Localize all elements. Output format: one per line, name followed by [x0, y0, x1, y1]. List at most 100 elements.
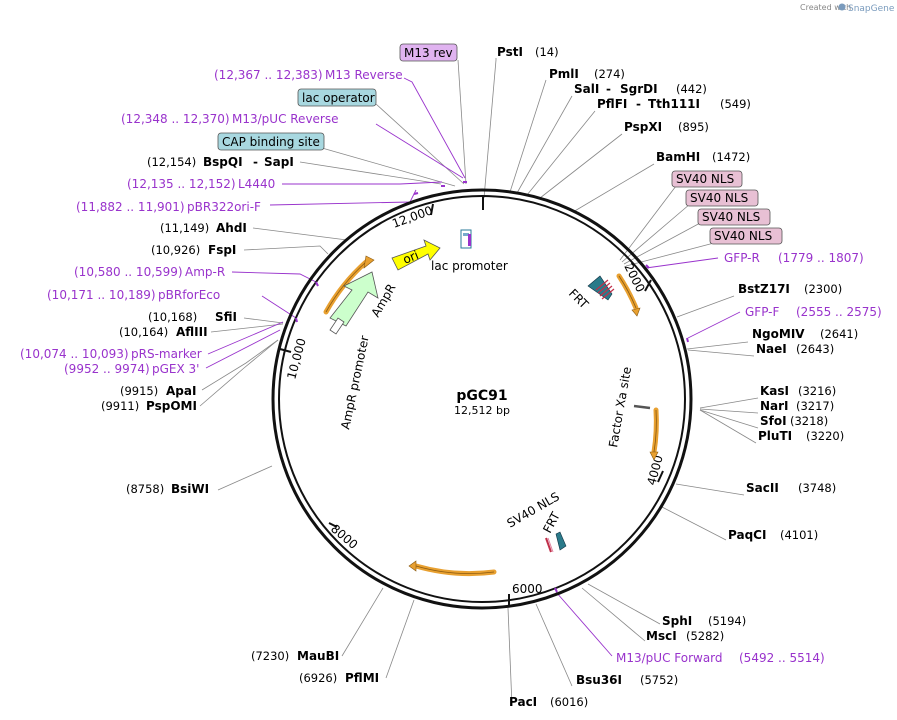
site-fspi[interactable]: (10,926) FspI	[151, 243, 236, 257]
site-pos: (9915)	[120, 384, 158, 398]
site-apai[interactable]: (9915) ApaI	[120, 384, 196, 398]
site-afliii[interactable]: (10,164) AflIII	[119, 325, 208, 339]
site-pos: (3748)	[798, 481, 836, 495]
primer-range: (10,074 .. 10,093)	[20, 347, 129, 361]
primer-amp-r[interactable]: (10,580 .. 10,599) Amp-R	[74, 265, 225, 279]
primer-name: Amp-R	[185, 265, 225, 279]
site-pos: (2643)	[796, 342, 834, 356]
primer-m13-reverse[interactable]: (12,367 .. 12,383) M13 Reverse	[214, 68, 403, 82]
site-sphi[interactable]: SphI (5194)	[662, 614, 746, 628]
site-bsu36i[interactable]: Bsu36I (5752)	[576, 673, 678, 687]
site-pos: (6926)	[299, 671, 337, 685]
site-pos: (895)	[678, 120, 709, 134]
site-pos: (14)	[535, 45, 559, 59]
site-pos: (442)	[676, 82, 707, 96]
site-pos: (5194)	[708, 614, 746, 628]
site-name: SalI	[574, 82, 599, 96]
site-bspqi-sapi[interactable]: (12,154) BspQI - SapI	[147, 155, 294, 169]
site-name: Bsu36I	[576, 673, 622, 687]
site-ngomiv[interactable]: NgoMIV (2641)	[752, 327, 858, 341]
primer-marks	[295, 181, 689, 593]
site-name: SfiI	[215, 310, 237, 324]
leader-lines	[199, 58, 759, 707]
primer-range: (12,367 .. 12,383)	[214, 68, 323, 82]
feature-label-ampr-promoter: AmpR promoter	[338, 334, 372, 430]
site-bsiwi[interactable]: (8758) BsiWI	[126, 482, 209, 496]
site-maubi[interactable]: (7230) MauBI	[251, 649, 339, 663]
credit-brand: SnapGene	[848, 4, 895, 14]
site-sacii[interactable]: SacII (3748)	[746, 481, 836, 495]
primer-m13-puc-reverse[interactable]: (12,348 .. 12,370) M13/pUC Reverse	[121, 112, 339, 126]
box-text-sv40-nls-4: SV40 NLS	[714, 229, 772, 243]
site-pos: (10,168)	[148, 310, 197, 324]
feature-ori: ori	[391, 239, 441, 271]
site-pos: (3220)	[806, 429, 844, 443]
site-pflfi-tth111i[interactable]: PflFI - Tth111I (549)	[597, 97, 751, 111]
site-pos: (274)	[594, 67, 625, 81]
site-name: AhdI	[216, 221, 247, 235]
factor-xa-mark	[633, 404, 651, 410]
site-pspomi[interactable]: (9911) PspOMI	[101, 399, 197, 413]
site-name: BamHI	[656, 150, 700, 164]
primer-name: pRS-marker	[131, 347, 202, 361]
boxed-label-m13-rev[interactable]: M13 rev	[399, 43, 458, 62]
site-name: FspI	[208, 243, 236, 257]
site-pos: (3218)	[790, 414, 828, 428]
site-pspxi[interactable]: PspXI (895)	[624, 120, 709, 134]
primer-pbrforeco[interactable]: (10,171 .. 10,189) pBRforEco	[47, 288, 220, 302]
site-msci[interactable]: MscI (5282)	[646, 629, 724, 643]
primer-name: pBRforEco	[158, 288, 220, 302]
boxed-label-sv40-nls-2[interactable]: SV40 NLS	[685, 189, 759, 207]
box-text-cap-binding-site: CAP binding site	[222, 135, 320, 149]
site-sali-sgrdi[interactable]: SalI - SgrDI (442)	[574, 82, 707, 96]
site-sfii[interactable]: (10,168) SfiI	[148, 310, 237, 324]
boxed-label-sv40-nls-1[interactable]: SV40 NLS	[671, 170, 743, 188]
plasmid-name: pGC91	[456, 388, 507, 404]
site-naei[interactable]: NaeI (2643)	[756, 342, 834, 356]
primer-l4440[interactable]: (12,135 .. 12,152) L4440	[127, 177, 275, 191]
site-name: BstZ17I	[738, 282, 790, 296]
primer-leader-lines	[205, 77, 741, 657]
site-nari[interactable]: NarI (3217)	[760, 399, 834, 413]
primer-gfp-f[interactable]: GFP-F (2555 .. 2575)	[745, 305, 882, 319]
site-bstz17i[interactable]: BstZ17I (2300)	[738, 282, 842, 296]
primer-pbr322ori-f[interactable]: (11,882 .. 11,901) pBR322ori-F	[76, 200, 261, 214]
site-bamhi[interactable]: BamHI (1472)	[656, 150, 750, 164]
primer-range: (12,348 .. 12,370)	[121, 112, 230, 126]
site-paqci[interactable]: PaqCI (4101)	[728, 528, 818, 542]
site-pos: (10,164)	[119, 325, 168, 339]
feature-label-frt-1: FRT	[566, 286, 592, 312]
boxed-label-sv40-nls-4[interactable]: SV40 NLS	[709, 227, 783, 245]
primer-gfp-r[interactable]: GFP-R (1779 .. 1807)	[724, 251, 864, 265]
site-ahdi[interactable]: (11,149) AhdI	[160, 221, 247, 235]
site-name: SacII	[746, 481, 779, 495]
site-pmli[interactable]: PmlI (274)	[549, 67, 625, 81]
site-psti[interactable]: PstI (14)	[497, 45, 559, 59]
primer-m13-puc-forward[interactable]: M13/pUC Forward (5492 .. 5514)	[616, 651, 825, 665]
site-pos: (3216)	[798, 384, 836, 398]
site-name: PspOMI	[146, 399, 197, 413]
feature-label-ori: ori	[401, 248, 421, 267]
primer-prs-marker[interactable]: (10,074 .. 10,093) pRS-marker	[20, 347, 202, 361]
boxed-label-cap-binding-site[interactable]: CAP binding site	[217, 132, 325, 151]
site-pflmi[interactable]: (6926) PflMI	[299, 671, 379, 685]
primer-name: L4440	[238, 177, 275, 191]
site-name: PacI	[509, 695, 537, 709]
site-sfoi[interactable]: SfoI (3218)	[760, 414, 828, 428]
plasmid-size: 12,512 bp	[454, 404, 510, 417]
tick-10000	[279, 348, 292, 353]
tick-2000	[644, 279, 652, 292]
primer-pgex-3[interactable]: (9952 .. 9974) pGEX 3'	[64, 362, 199, 376]
primer-name: pBR322ori-F	[187, 200, 261, 214]
site-pluti[interactable]: PluTI (3220)	[758, 429, 844, 443]
site-kasi[interactable]: KasI (3216)	[760, 384, 836, 398]
primer-name: M13/pUC Forward	[616, 651, 723, 665]
site-name: ApaI	[166, 384, 196, 398]
feature-label-lac-promoter: lac promoter	[431, 259, 508, 273]
boxed-label-sv40-nls-3[interactable]: SV40 NLS	[697, 208, 771, 226]
ruler-label-6000: 6000	[512, 582, 543, 596]
site-paci[interactable]: PacI (6016)	[509, 695, 588, 709]
feature-label-factor-xa: Factor Xa site	[606, 366, 634, 449]
boxed-label-lac-operator[interactable]: lac operator	[297, 88, 377, 107]
